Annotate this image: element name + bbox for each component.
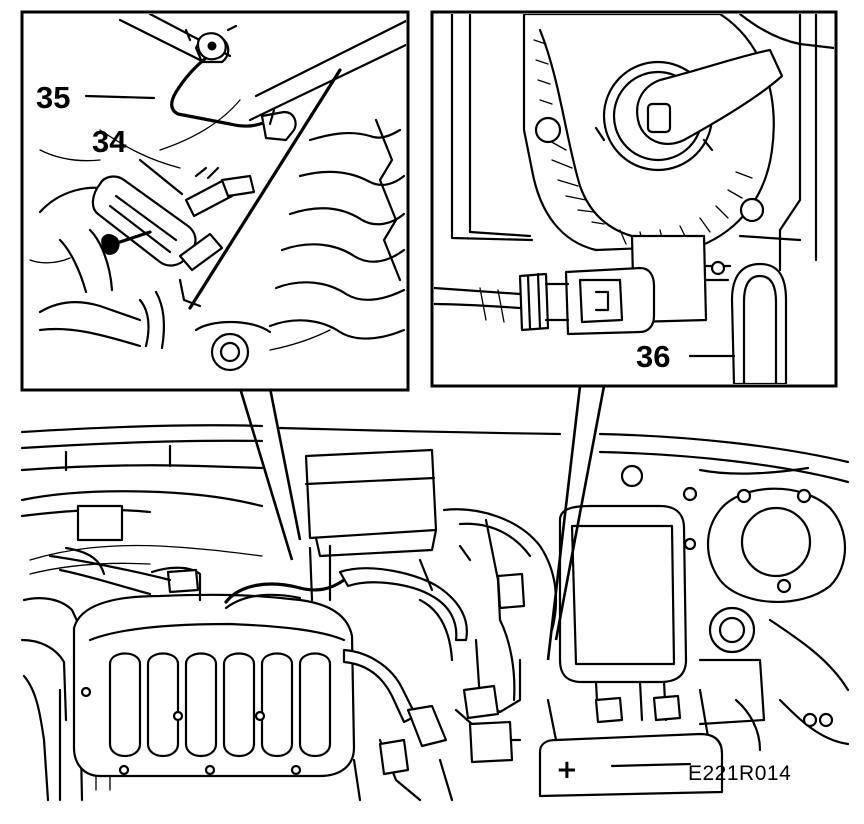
hood-edge-left [20,424,264,434]
reservoir-cap [708,606,756,654]
callout-35: 35 [36,80,70,115]
left-bracket [76,504,124,542]
intake-runner-3 [184,652,218,758]
tensioner-arm [636,48,784,145]
electrical-connector [564,266,656,336]
valve-cover-edge [188,68,342,310]
part-35-vacuum-line [170,56,272,128]
left-inset-panel: 35 34 [20,10,410,392]
intake-runner-1 [108,652,142,758]
right-inset-panel: 36 [430,10,838,388]
ignition-cassette-cover [304,448,438,540]
fuse-relay-box [558,504,688,684]
engine-bay-view: + [20,424,850,802]
lower-connector [378,738,410,776]
leader-right-b [554,385,606,641]
coolant-hose [338,567,468,642]
intake-runner-4 [222,652,256,758]
intake-runner-6 [298,652,332,758]
battery-positive-symbol: + [556,755,578,785]
mount-bolt [210,332,250,372]
leader-34 [138,158,184,196]
strut-mount [740,506,812,578]
figure-id: E221R014 [688,762,791,785]
part-36-hose [730,262,788,384]
leader-left-b [268,387,302,541]
callout-36: 36 [636,339,670,374]
intake-runner-2 [146,652,180,758]
leader-left-a [238,387,294,561]
leader-right-a [546,385,582,661]
inset-leaders [238,385,606,661]
manifold-bolts [80,686,302,776]
leader-35 [84,94,156,100]
callout-34: 34 [92,124,127,159]
intake-runners [108,652,332,758]
sensor-connector [496,572,526,610]
intake-runner-5 [260,652,294,758]
